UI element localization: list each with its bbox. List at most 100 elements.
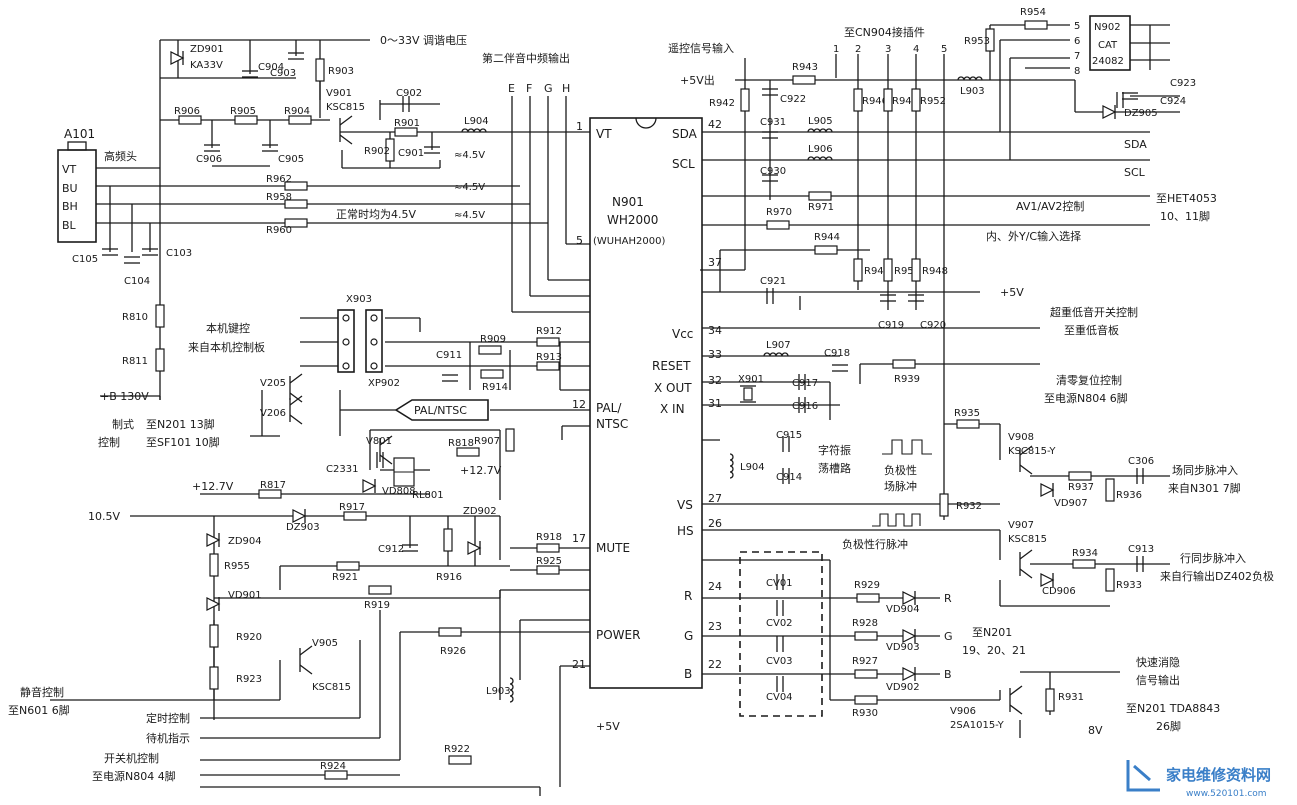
tuner-pin-bh: BH	[62, 200, 78, 213]
label-char-osc-2: 荡槽路	[818, 462, 851, 475]
label-standby: 待机指示	[146, 731, 190, 745]
resistor-r958: R958	[266, 192, 308, 209]
capacitor-c915: C915	[776, 430, 802, 452]
capacitor-c931: C931	[760, 117, 786, 139]
resistor-r949: R949	[883, 88, 918, 112]
pin-r-name: R	[684, 589, 692, 603]
label-g: G	[544, 82, 553, 95]
resistor-label: R930	[852, 708, 878, 719]
resistor-label: R953	[964, 36, 990, 47]
capacitor-label: C306	[1128, 456, 1154, 467]
label-v10-5: 10.5V	[88, 510, 120, 523]
resistor-r929: R929	[854, 580, 880, 603]
part-label: X903	[346, 294, 372, 305]
label-e: E	[508, 82, 515, 95]
resistor-label: R901	[394, 118, 420, 129]
semi-v906: V906	[950, 685, 1023, 717]
semi-label: VD903	[886, 642, 920, 653]
resistor-label: R817	[260, 480, 286, 491]
label-to-n201-13: 至N201 13脚	[146, 417, 215, 431]
resistor-r810: R810	[122, 304, 165, 328]
inductor-l906: L906	[807, 144, 833, 161]
capacitor-c906: C906	[196, 144, 222, 165]
semi-label: KSC815	[312, 682, 351, 693]
semi-label: ZD904	[228, 536, 262, 547]
label-neg-line: 负极性行脉冲	[842, 537, 908, 551]
label-timer: 定时控制	[146, 711, 190, 725]
resistor-label: R936	[1116, 490, 1142, 501]
resistor-r933: R933	[1105, 568, 1142, 592]
semi-label: VD901	[228, 590, 262, 601]
pin-reset-name: RESET	[652, 359, 691, 373]
capacitor-c930: C930	[760, 166, 786, 182]
resistor-r932: R932	[939, 493, 982, 517]
resistor-r936: R936	[1105, 478, 1142, 502]
semi-label: DZ903	[286, 522, 320, 533]
cn904-pin-2: 2	[855, 44, 861, 55]
resistor-label: R914	[482, 382, 508, 393]
resistor-r923: R923	[209, 666, 262, 690]
label-v45c: ≈4.5V	[454, 210, 485, 221]
semi-vd901: VD901	[206, 590, 262, 611]
resistor-label: R903	[328, 66, 354, 77]
semi-label: KSC815-Y	[1008, 446, 1056, 457]
capacitor-c916: C916	[792, 397, 818, 413]
semi-v901: V901	[326, 88, 353, 145]
label-power-2: 至电源N804 4脚	[92, 769, 176, 783]
label-h: H	[562, 82, 570, 95]
part-label: XP902	[368, 378, 400, 389]
resistor-label: R919	[364, 600, 390, 611]
semi-label: 2SA1015-Y	[950, 720, 1005, 731]
semi-v905: V905	[299, 638, 338, 675]
label-to-tda-1: 至N201 TDA8843	[1126, 702, 1220, 715]
semi-ka33v: KA33V	[190, 60, 223, 71]
label-key-ctrl: 本机键控	[206, 321, 250, 335]
pin-24-num: 24	[708, 580, 722, 593]
cn904-pin-4: 4	[913, 44, 919, 55]
resistor-label: R934	[1072, 548, 1098, 559]
capacitor-label: C931	[760, 117, 786, 128]
pin-27-num: 27	[708, 492, 722, 505]
resistor-label: R937	[1068, 482, 1094, 493]
part-rl801: RL801	[393, 457, 444, 501]
resistor-r937: R937	[1068, 471, 1094, 493]
inductor-label: L905	[808, 116, 833, 127]
inductor-label: L904	[740, 462, 765, 473]
label-n201-pins: 19、20、21	[962, 644, 1026, 657]
semi-2sa1015-y: 2SA1015-Y	[950, 720, 1005, 731]
resistor-r935: R935	[954, 408, 980, 429]
ic-n901-alt: (WUHAH2000)	[593, 236, 665, 247]
semi-zd902: ZD902	[463, 506, 497, 555]
resistor-r970: R970	[766, 207, 792, 230]
label-power-1: 开关机控制	[104, 751, 159, 765]
semi-vd808: VD808	[362, 479, 416, 497]
capacitor-c306: C306	[1128, 456, 1154, 484]
resistor-label: R962	[266, 174, 292, 185]
pin-1-num: 1	[576, 120, 583, 133]
resistor-r912: R912	[536, 326, 562, 347]
capacitor-label: C905	[278, 154, 304, 165]
resistor-r921: R921	[332, 561, 360, 583]
capacitor-label: C901	[398, 148, 424, 159]
pin-xout-name: X OUT	[654, 381, 692, 395]
resistor-label: R935	[954, 408, 980, 419]
label-std-ctrl-1: 制式	[112, 418, 134, 431]
pin-xin-name: X IN	[660, 402, 685, 416]
semi-label: VD902	[886, 682, 920, 693]
inductor-label: L904	[464, 116, 489, 127]
label-to-n201: 至N201	[972, 626, 1012, 639]
pin-37-num: 37	[708, 256, 722, 269]
semi-vd907: VD907	[1040, 483, 1088, 509]
resistor-label: R954	[1020, 7, 1046, 18]
semi-label: V205	[260, 378, 286, 389]
resistor-r960: R960	[266, 218, 308, 236]
resistor-label: R952	[920, 96, 946, 107]
pin-power-name: POWER	[596, 628, 640, 642]
semi-dz903: DZ903	[286, 509, 320, 533]
capacitor-label: C921	[760, 276, 786, 287]
ic-n901-ref: N901	[612, 195, 644, 209]
pin-vs-name: VS	[677, 498, 693, 512]
inductor-l907: L907	[763, 340, 791, 357]
semi-v907: V907	[1008, 520, 1034, 579]
